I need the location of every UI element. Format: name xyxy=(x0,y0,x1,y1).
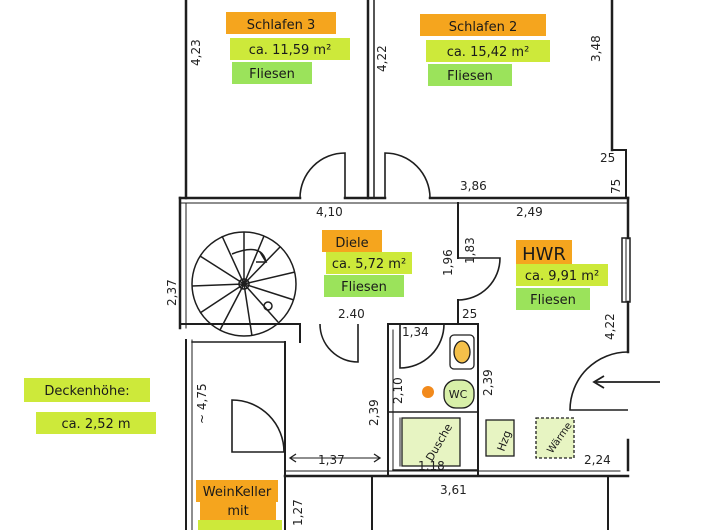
door-hwr-outside xyxy=(569,351,629,411)
stair-step xyxy=(243,271,296,285)
diele-floor: Fliesen xyxy=(341,280,387,295)
fixtures xyxy=(288,334,660,467)
dim-3-86: 3,86 xyxy=(460,179,487,193)
hwr-name: HWR xyxy=(522,244,566,265)
room-labels: Schlafen 3 ca. 11,59 m² Fliesen Schlafen… xyxy=(44,18,599,519)
wc-fixture xyxy=(443,379,475,409)
hl-schlafen3-area xyxy=(230,38,350,60)
weinkeller-name: WeinKeller xyxy=(203,485,272,500)
stair-end-mark xyxy=(263,301,273,311)
sink xyxy=(449,334,475,370)
dim-2-40: 2.40 xyxy=(338,307,365,321)
entry-arrow-head xyxy=(592,375,605,389)
stair-step xyxy=(243,283,253,337)
hl-ceiling-label xyxy=(24,378,150,402)
dim-2-37: 2,37 xyxy=(165,279,179,306)
door-schlafen2 xyxy=(384,152,431,199)
dim-1-27: 1,27 xyxy=(291,499,305,526)
stair-arrow-head xyxy=(256,251,268,263)
dim-1-34: 1,34 xyxy=(402,325,429,339)
ceiling-height-value: ca. 2,52 m xyxy=(61,417,130,432)
stair-step xyxy=(221,235,245,285)
dim-25-b: 25 xyxy=(462,307,477,321)
schlafen2-floor: Fliesen xyxy=(447,69,493,84)
hl-schlafen3-floor xyxy=(232,62,312,84)
hl-schlafen2-name xyxy=(420,14,546,36)
dim-1-37: 1,37 xyxy=(318,453,345,467)
ceiling-height-label: Deckenhöhe: xyxy=(44,384,129,399)
sink-basin xyxy=(453,340,471,364)
wall-notch xyxy=(611,149,627,199)
dim-2-49: 2,49 xyxy=(516,205,543,219)
diele-area: ca. 5,72 m² xyxy=(332,257,406,272)
shower-tray xyxy=(401,417,461,467)
hl-hwr-floor xyxy=(516,288,590,310)
stair-direction-arrow xyxy=(231,248,267,263)
stair-step xyxy=(199,255,245,285)
walls xyxy=(178,0,631,530)
highlights xyxy=(24,12,608,530)
wc-label: WC xyxy=(449,388,468,401)
hl-ceiling-value xyxy=(36,412,156,434)
hl-diele-area xyxy=(326,252,412,274)
hl-schlafen2-area xyxy=(426,40,550,62)
stair-step xyxy=(199,283,245,314)
hl-diele-floor xyxy=(324,275,404,297)
dim-1-96: 1,96 xyxy=(441,249,455,276)
diele-name: Diele xyxy=(335,236,368,251)
dim-3-48: 3,48 xyxy=(589,35,603,62)
stair-step xyxy=(243,283,279,323)
dim-4-75: ~ 4,75 xyxy=(195,383,209,424)
schlafen3-area: ca. 11,59 m² xyxy=(249,43,332,58)
dim-2-39-a: 2,39 xyxy=(367,399,381,426)
hl-diele-name xyxy=(322,230,382,252)
dim-arrow-head-right xyxy=(373,453,382,463)
dim-25-a: 25 xyxy=(600,151,615,165)
heat-pump xyxy=(535,417,575,459)
schlafen2-area: ca. 15,42 m² xyxy=(447,45,530,60)
dim-arrow-head-left xyxy=(288,453,297,463)
hl-schlafen3-name xyxy=(226,12,336,34)
dim-2-10: 2,10 xyxy=(391,377,405,404)
dim-4-22-right: 4,22 xyxy=(603,313,617,340)
door-schlafen3 xyxy=(299,152,346,199)
doors xyxy=(231,152,629,453)
weinkeller-line2: mit xyxy=(227,504,248,519)
stair-step xyxy=(243,246,281,285)
hl-weinkeller-line2 xyxy=(200,500,276,520)
dimensions: 4,23 4,22 3,48 25 75 3,86 4,10 2,49 1,96… xyxy=(165,35,623,526)
dim-2-39-b: 2,39 xyxy=(481,369,495,396)
door-bath xyxy=(399,323,445,369)
dim-75: 75 xyxy=(609,179,623,194)
schlafen3-name: Schlafen 3 xyxy=(247,18,315,33)
spiral-stair xyxy=(191,231,297,337)
dim-3-61: 3,61 xyxy=(440,483,467,497)
dim-4-23: 4,23 xyxy=(189,39,203,66)
door-corridor xyxy=(319,323,359,363)
dim-2-24: 2,24 xyxy=(584,453,611,467)
dim-1-18: 1,18 xyxy=(418,459,445,473)
dim-4-22-top: 4,22 xyxy=(375,45,389,72)
light-marker xyxy=(422,386,434,398)
schlafen3-floor: Fliesen xyxy=(249,67,295,82)
dim-4-10: 4,10 xyxy=(316,205,343,219)
heating-unit xyxy=(485,419,515,457)
hwr-area: ca. 9,91 m² xyxy=(525,269,599,284)
hl-schlafen2-floor xyxy=(428,64,512,86)
stair-step xyxy=(243,283,295,301)
hl-weinkeller-line3 xyxy=(198,520,282,530)
stair-step xyxy=(219,283,245,331)
dim-1-83: 1,83 xyxy=(463,237,477,264)
stair-step xyxy=(191,283,245,287)
schlafen2-name: Schlafen 2 xyxy=(449,20,517,35)
hwr-floor: Fliesen xyxy=(530,293,576,308)
hl-hwr-area xyxy=(516,264,608,286)
hl-hwr-name xyxy=(516,240,572,266)
door-hwr xyxy=(457,257,501,301)
stair-step xyxy=(243,235,265,285)
hl-weinkeller-name xyxy=(196,480,278,502)
door-weinkeller xyxy=(231,399,285,453)
